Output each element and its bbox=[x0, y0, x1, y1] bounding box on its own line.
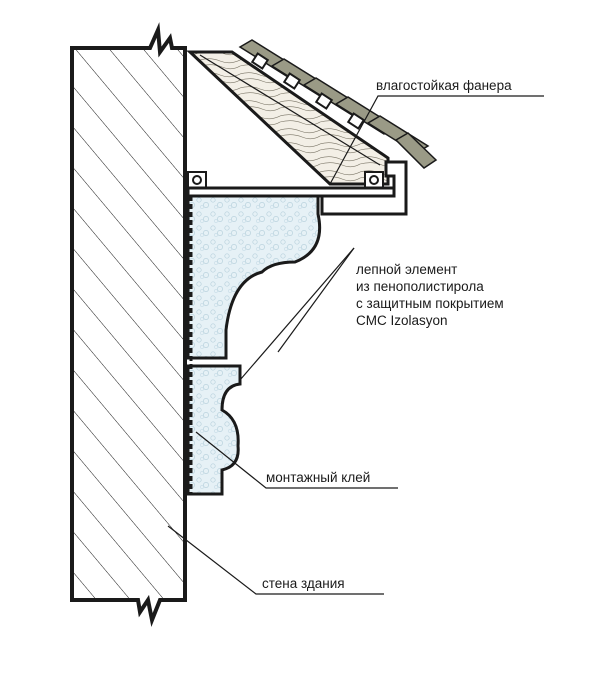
roof-tiles bbox=[238, 39, 438, 169]
label-foam-line-4: CMC Izolasyon bbox=[356, 313, 448, 328]
upper-foam-moulding bbox=[186, 194, 322, 360]
lower-foam-moulding bbox=[186, 364, 242, 496]
leader-lines bbox=[167, 95, 544, 595]
label-plywood: влагостойкая фанера bbox=[376, 78, 512, 93]
battens bbox=[187, 52, 384, 189]
label-glue: монтажный клей bbox=[266, 470, 371, 485]
label-foam-line-3: с защитным покрытием bbox=[356, 296, 504, 311]
label-foam-line-1: лепной элемент bbox=[356, 262, 458, 277]
label-wall: стена здания bbox=[262, 576, 345, 591]
label-foam-line-2: из пенополистирола bbox=[356, 279, 484, 294]
building-wall bbox=[70, 22, 187, 627]
